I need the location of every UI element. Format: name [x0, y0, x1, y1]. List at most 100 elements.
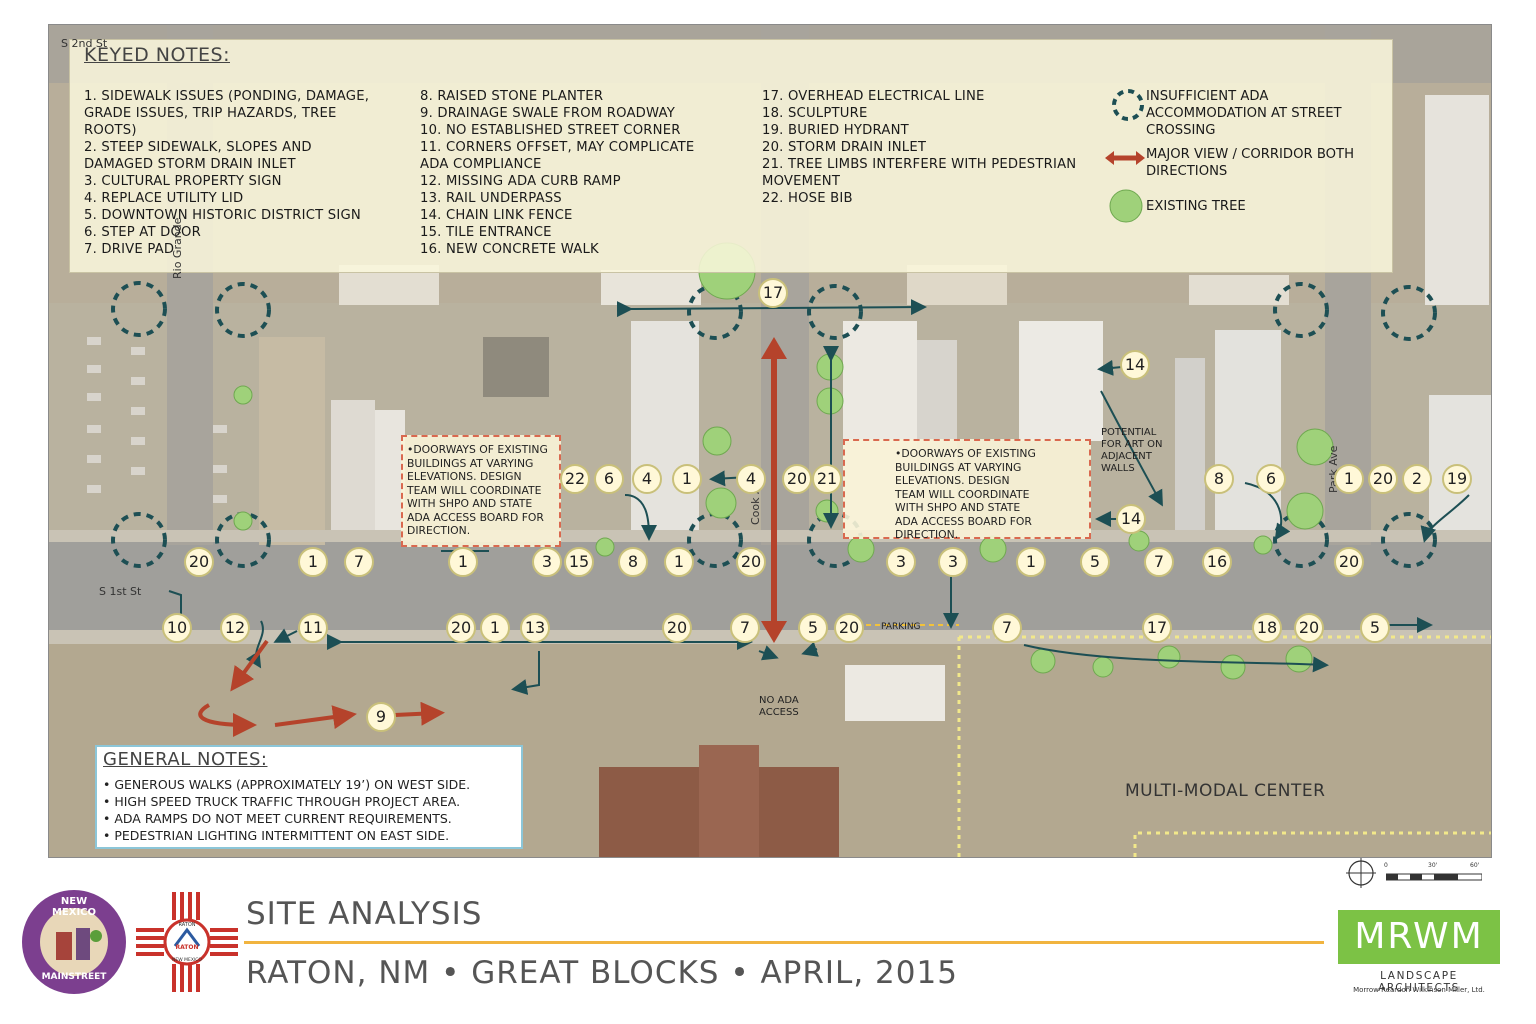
doorways-callout-east: •DOORWAYS OF EXISTING BUILDINGS AT VARYI… — [843, 439, 1091, 541]
site-map: KEYED NOTES: 1. SIDEWALK ISSUES (PONDING… — [48, 24, 1492, 858]
note-marker: 8 — [618, 547, 648, 577]
note-marker: 3 — [532, 547, 562, 577]
keyed-note: 12. MISSING ADA CURB RAMP — [420, 174, 621, 189]
note-marker: 14 — [1120, 350, 1150, 380]
keyed-note: 21. TREE LIMBS INTERFERE WITH PEDESTRIAN… — [762, 157, 1077, 189]
keyed-notes-heading: KEYED NOTES: — [84, 44, 230, 66]
note-marker: 5 — [798, 613, 828, 643]
parking-label: PARKING — [881, 622, 921, 632]
note-marker: 12 — [220, 613, 250, 643]
legend-ada-label: INSUFFICIENT ADA ACCOMMODATION AT STREET… — [1146, 89, 1342, 138]
title-rule — [244, 941, 1324, 944]
general-note: • ADA RAMPS DO NOT MEET CURRENT REQUIREM… — [103, 811, 452, 826]
note-marker: 13 — [520, 613, 550, 643]
general-note: • HIGH SPEED TRUCK TRAFFIC THROUGH PROJE… — [103, 794, 461, 809]
keyed-note: 22. HOSE BIB — [762, 191, 853, 206]
keyed-note: 10. NO ESTABLISHED STREET CORNER — [420, 123, 681, 138]
sheet-title: SITE ANALYSIS — [246, 896, 483, 932]
major-view-corridor — [761, 337, 787, 643]
note-marker: 21 — [812, 464, 842, 494]
raton-zia-logo — [136, 892, 238, 992]
note-marker: 17 — [1142, 613, 1172, 643]
note-marker: 6 — [594, 464, 624, 494]
note-marker: 20 — [184, 547, 214, 577]
tree-legend-icon — [1109, 189, 1143, 223]
keyed-note: 3. CULTURAL PROPERTY SIGN — [84, 174, 282, 189]
legend-view-label: MAJOR VIEW / CORRIDOR BOTH DIRECTIONS — [1146, 147, 1354, 179]
general-notes-list: • GENEROUS WALKS (APPROXIMATELY 19’) ON … — [103, 776, 470, 844]
keyed-note: 6. STEP AT DOOR — [84, 225, 201, 240]
keyed-note: 13. RAIL UNDERPASS — [420, 191, 562, 206]
sheet-subtitle: RATON, NM • GREAT BLOCKS • APRIL, 2015 — [246, 955, 958, 991]
note-marker: 1 — [664, 547, 694, 577]
note-marker: 1 — [298, 547, 328, 577]
general-note: • GENEROUS WALKS (APPROXIMATELY 19’) ON … — [103, 777, 471, 792]
general-notes-heading: GENERAL NOTES: — [103, 749, 268, 770]
keyed-note: 7. DRIVE PAD — [84, 242, 175, 257]
street-label-rio-grande: Rio Grande — [171, 217, 184, 279]
new-mexico-mainstreet-logo — [22, 890, 126, 994]
note-marker: 1 — [672, 464, 702, 494]
scale-tick-30: 30' — [1428, 862, 1438, 869]
keyed-note: 2. STEEP SIDEWALK, SLOPES AND DAMAGED ST… — [84, 140, 312, 172]
note-marker: 1 — [1016, 547, 1046, 577]
raton-logo-top: RATON — [178, 922, 196, 928]
note-marker: 20 — [662, 613, 692, 643]
keyed-notes-column-3: 17. OVERHEAD ELECTRICAL LINE 18. SCULPTU… — [762, 88, 1076, 207]
multi-modal-center-label: MULTI-MODAL CENTER — [1125, 781, 1326, 801]
note-marker: 20 — [1334, 547, 1364, 577]
note-marker: 20 — [782, 464, 812, 494]
potential-art-label: POTENTIAL FOR ART ON ADJACENT WALLS — [1101, 427, 1163, 474]
note-marker: 20 — [736, 547, 766, 577]
note-marker: 16 — [1202, 547, 1232, 577]
note-marker: 11 — [298, 613, 328, 643]
note-marker: 1 — [480, 613, 510, 643]
note-marker: 8 — [1204, 464, 1234, 494]
note-marker: 9 — [366, 702, 396, 732]
note-marker: 5 — [1080, 547, 1110, 577]
keyed-note: 15. TILE ENTRANCE — [420, 225, 552, 240]
mainstreet-logo-top: NEW MEXICO — [51, 896, 97, 918]
general-note: • PEDESTRIAN LIGHTING INTERMITTENT ON EA… — [103, 828, 450, 843]
note-marker: 1 — [448, 547, 478, 577]
north-arrow-icon — [1346, 858, 1376, 888]
scale-tick-60: 60' — [1470, 862, 1480, 869]
note-marker: 20 — [1368, 464, 1398, 494]
note-marker: 22 — [560, 464, 590, 494]
keyed-note: 14. CHAIN LINK FENCE — [420, 208, 573, 223]
raton-logo-center: RATON — [175, 944, 199, 951]
view-corridor-legend-icon — [1105, 151, 1145, 165]
note-marker: 2 — [1402, 464, 1432, 494]
keyed-note: 8. RAISED STONE PLANTER — [420, 89, 604, 104]
note-marker: 15 — [564, 547, 594, 577]
keyed-notes-column-2: 8. RAISED STONE PLANTER 9. DRAINAGE SWAL… — [420, 88, 694, 258]
mrwm-full-name: Morrow Reardon Wilkinson Miller, Ltd. — [1353, 986, 1485, 994]
note-marker: 4 — [736, 464, 766, 494]
note-marker: 17 — [758, 278, 788, 308]
no-ada-access-label: NO ADA ACCESS — [759, 695, 799, 718]
note-marker: 18 — [1252, 613, 1282, 643]
keyed-note: 4. REPLACE UTILITY LID — [84, 191, 244, 206]
note-marker: 3 — [938, 547, 968, 577]
keyed-note: 5. DOWNTOWN HISTORIC DISTRICT SIGN — [84, 208, 361, 223]
note-marker: 10 — [162, 613, 192, 643]
doorways-callout-west: •DOORWAYS OF EXISTING BUILDINGS AT VARYI… — [401, 435, 561, 547]
street-label-1st: S 1st St — [99, 585, 142, 598]
raton-logo-bottom: NEW MEXICO — [172, 958, 202, 963]
keyed-note: 11. CORNERS OFFSET, MAY COMPLICATE ADA C… — [420, 140, 695, 172]
mainstreet-logo-bottom: MAINSTREET — [41, 972, 107, 982]
keyed-note: 20. STORM DRAIN INLET — [762, 140, 927, 155]
general-notes-panel: GENERAL NOTES: • GENEROUS WALKS (APPROXI… — [95, 745, 523, 849]
street-1st-road — [49, 540, 1491, 630]
mrwm-subtitle: LANDSCAPE ARCHITECTS — [1378, 970, 1460, 994]
note-marker: 4 — [632, 464, 662, 494]
keyed-note: 17. OVERHEAD ELECTRICAL LINE — [762, 89, 985, 104]
note-marker: 7 — [730, 613, 760, 643]
ada-circle-legend-icon — [1112, 89, 1144, 121]
note-marker: 20 — [446, 613, 476, 643]
note-marker: 7 — [992, 613, 1022, 643]
keyed-note: 18. SCULPTURE — [762, 106, 868, 121]
note-marker: 20 — [834, 613, 864, 643]
keyed-note: 19. BURIED HYDRANT — [762, 123, 909, 138]
keyed-note: 9. DRAINAGE SWALE FROM ROADWAY — [420, 106, 676, 121]
